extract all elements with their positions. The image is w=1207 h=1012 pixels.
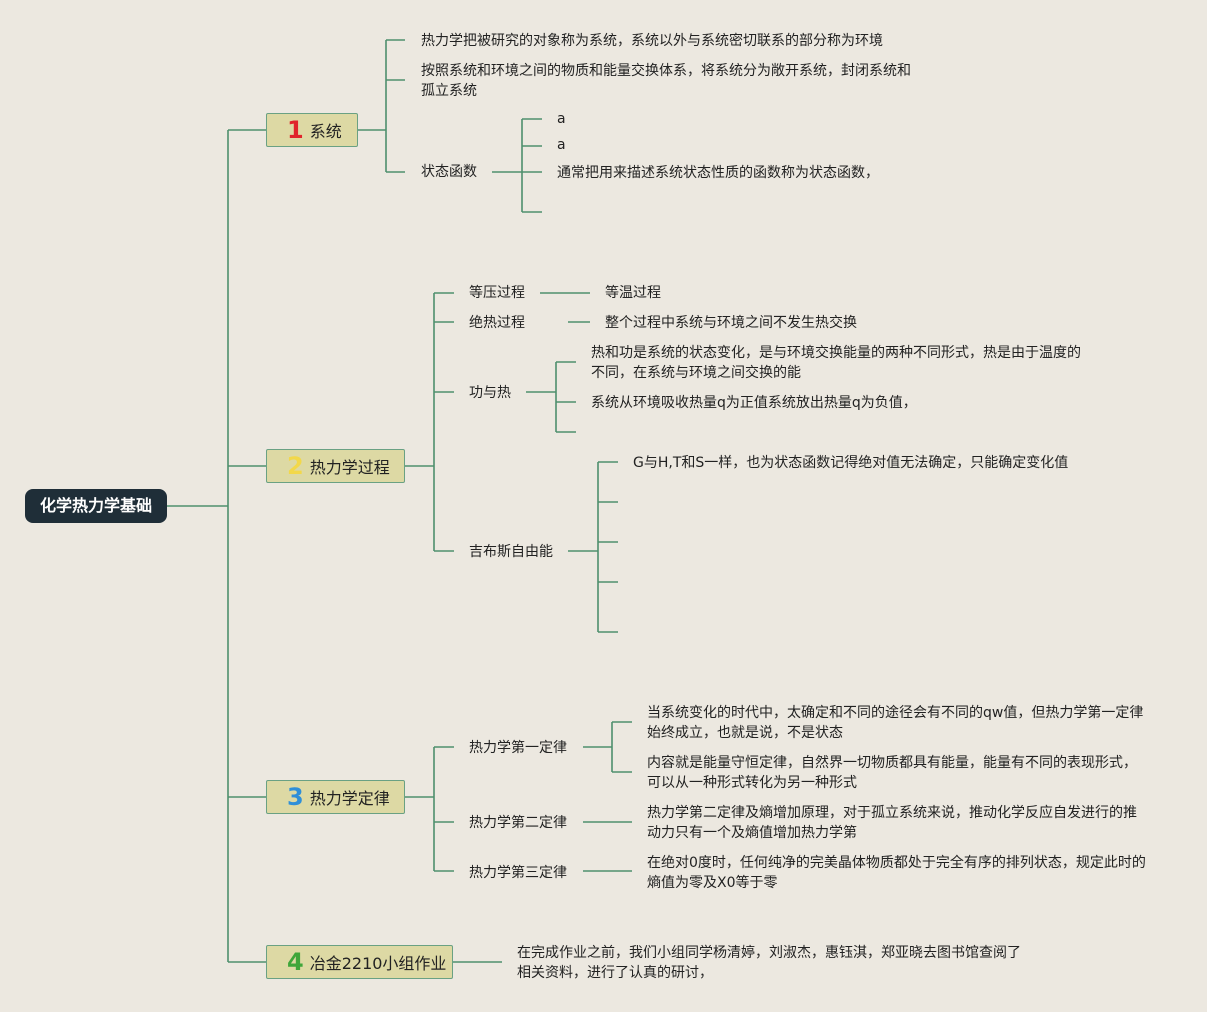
system-definition[interactable]: 热力学把被研究的对象称为系统，系统以外与系统密切联系的部分称为环境 xyxy=(421,33,883,49)
number-2-icon: 2 xyxy=(287,452,304,480)
branch-group[interactable]: 4 冶金2210小组作业 xyxy=(266,945,453,979)
first-law-node[interactable]: 热力学第一定律 xyxy=(469,740,567,756)
first-law-desc-1[interactable]: 当系统变化的时代中，太确定和不同的途径会有不同的qw值，但热力学第一定律始终成立… xyxy=(647,705,1144,741)
branch-label: 冶金2210小组作业 xyxy=(309,954,447,973)
work-heat-node[interactable]: 功与热 xyxy=(469,385,511,401)
first-law-desc-2[interactable]: 内容就是能量守恒定律，自然界一切物质都具有能量，能量有不同的表现形式，可以从一种… xyxy=(647,755,1137,791)
gibbs-desc-1[interactable]: G与H,T和S一样，也为状态函数记得绝对值无法确定，只能确定变化值 xyxy=(633,455,1069,471)
isothermal-node[interactable]: 等温过程 xyxy=(605,285,661,301)
number-3-icon: 3 xyxy=(287,783,304,811)
third-law-node[interactable]: 热力学第三定律 xyxy=(469,865,567,881)
system-classification[interactable]: 按照系统和环境之间的物质和能量交换体系，将系统分为敞开系统，封闭系统和孤立系统 xyxy=(421,63,911,99)
branch-system[interactable]: 1 系统 xyxy=(266,113,358,147)
second-law-node[interactable]: 热力学第二定律 xyxy=(469,815,567,831)
work-heat-desc-2[interactable]: 系统从环境吸收热量q为正值系统放出热量q为负值， xyxy=(591,395,917,411)
branch-label: 热力学定律 xyxy=(309,789,390,808)
third-law-desc[interactable]: 在绝对0度时，任何纯净的完美晶体物质都处于完全有序的排列状态，规定此时的熵值为零… xyxy=(647,855,1146,891)
adiabatic-desc[interactable]: 整个过程中系统与环境之间不发生热交换 xyxy=(605,315,857,331)
gibbs-node[interactable]: 吉布斯自由能 xyxy=(469,544,553,560)
branch-label: 系统 xyxy=(309,122,342,141)
adiabatic-node[interactable]: 绝热过程 xyxy=(469,315,525,331)
work-heat-desc-1[interactable]: 热和功是系统的状态变化，是与环境交换能量的两种不同形式，热是由于温度的不同，在系… xyxy=(591,345,1081,381)
number-4-icon: 4 xyxy=(287,948,304,976)
root-topic[interactable]: 化学热力学基础 xyxy=(25,489,167,523)
group-desc[interactable]: 在完成作业之前，我们小组同学杨清婷，刘淑杰，惠钰淇，郑亚晓去图书馆查阅了相关资料… xyxy=(517,945,1021,981)
branch-process[interactable]: 2 热力学过程 xyxy=(266,449,405,483)
isobaric-node[interactable]: 等压过程 xyxy=(469,285,525,301)
branch-laws[interactable]: 3 热力学定律 xyxy=(266,780,405,814)
number-1-icon: 1 xyxy=(287,116,304,144)
branch-label: 热力学过程 xyxy=(309,458,390,477)
second-law-desc[interactable]: 热力学第二定律及熵增加原理，对于孤立系统来说，推动化学反应自发进行的推动力只有一… xyxy=(647,805,1137,841)
state-function-node[interactable]: 状态函数 xyxy=(421,164,477,180)
state-item[interactable]: a xyxy=(557,137,566,153)
state-function-desc[interactable]: 通常把用来描述系统状态性质的函数称为状态函数， xyxy=(557,165,879,181)
state-item[interactable]: a xyxy=(557,111,566,127)
